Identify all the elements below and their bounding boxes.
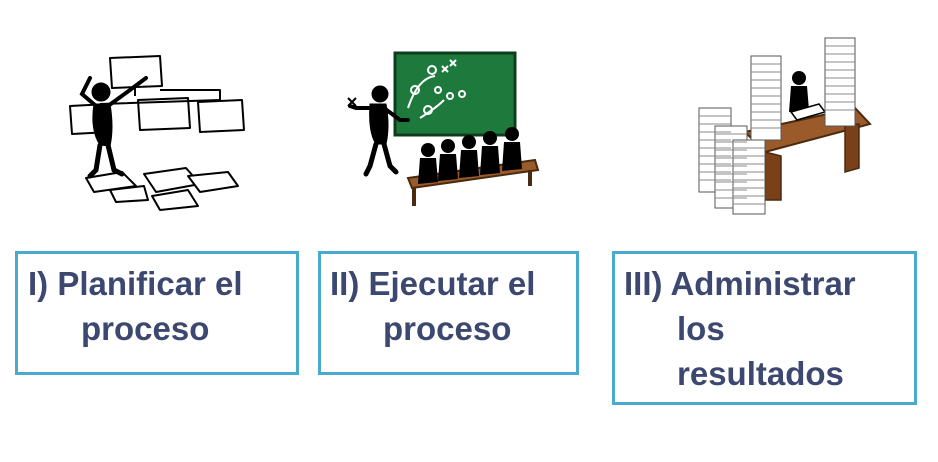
step-2-line-1: II) Ejecutar el — [330, 265, 536, 302]
teaching-figure-icon — [347, 51, 540, 206]
step-3-box: III) Administrar los resultados — [612, 251, 917, 405]
step-3-line-3: resultados — [677, 355, 844, 392]
step-3-line-2: los — [677, 310, 725, 347]
step-2-box: II) Ejecutar el proceso — [318, 251, 579, 375]
step-1-line-1: I) Planificar el — [28, 265, 243, 302]
step-1-line-2: proceso — [81, 310, 210, 347]
step-2-line-2: proceso — [383, 310, 512, 347]
planning-figure-icon — [69, 55, 245, 211]
paperwork-desk-icon — [698, 37, 872, 215]
step-3-line-1: III) Administrar — [624, 265, 856, 302]
step-1-box: I) Planificar el proceso — [15, 251, 299, 375]
